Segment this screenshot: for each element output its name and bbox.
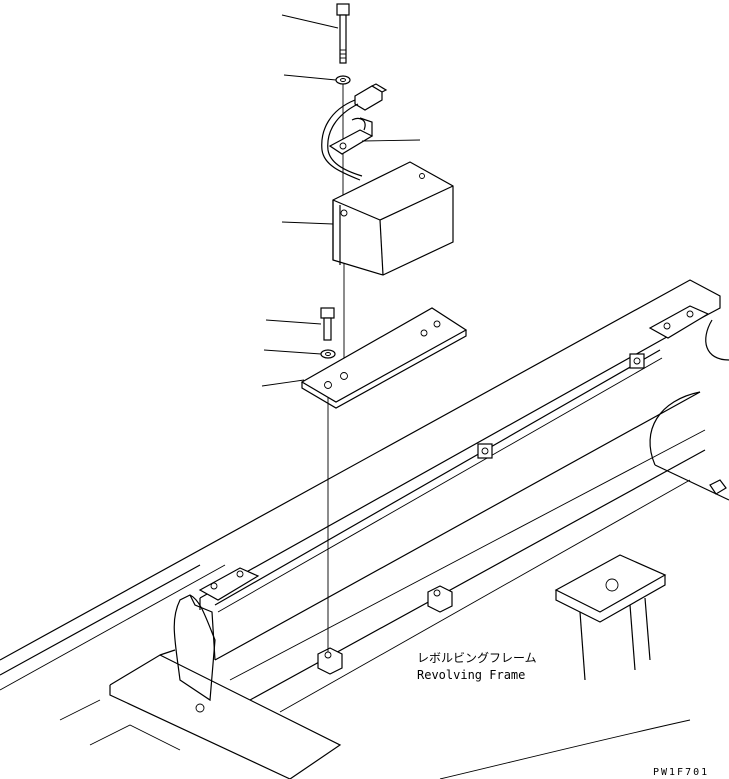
pedestal-leg [644,597,651,661]
controller-box [332,161,454,276]
upper-bolt-head [336,3,350,16]
leader-lower-washer [263,349,322,355]
pedestal-side [555,575,666,623]
clamp-tab [359,117,373,136]
frame-cutout [705,319,729,361]
upper-bolt-shank [339,14,347,64]
harness-wire [321,99,361,181]
lower-bolt [320,307,335,341]
frame-detail [159,649,176,656]
frame-hole [686,310,694,318]
upper-washer [335,75,351,85]
leader-clamp [361,139,421,142]
lower-bolt-head [320,307,335,319]
frame-beam-upper [214,349,661,606]
pedestal-hole [605,578,619,592]
bracket-hole [420,329,428,337]
frame-bottom-plate-edge [109,685,291,779]
leader-upper-bolt [281,14,339,29]
pedestal-top [554,554,667,613]
connector-harness [321,83,388,181]
bracket-hole [340,372,348,380]
harness-wire-2 [327,103,363,177]
frame-hole [663,322,671,330]
upper-bolt [336,3,350,64]
frame-hole [633,357,641,365]
box-front-edge [379,219,384,276]
frame-beam-upper-2 [217,357,663,613]
box-mount-hole [340,209,348,217]
frame-top-rail [0,279,721,661]
bracket-plate-side [301,330,467,409]
revolving-frame [0,279,729,779]
lower-washer [320,349,336,359]
lower-washer-ring [320,349,336,359]
frame-hole [210,582,218,590]
box-outline [332,161,454,276]
frame-rail-edge-2 [0,564,226,691]
clamp-plate [328,129,374,155]
leader-lower-bolt [265,319,322,325]
frame-lug [629,353,645,369]
bracket-hole [324,381,332,389]
lower-bolt-shank [323,317,332,341]
frame-floor-edge-2 [279,479,691,713]
frame-rail-edge [0,564,201,676]
frame-left-wall-inner [189,594,216,661]
frame-cube [427,585,453,613]
harness-clamp [328,117,374,155]
clamp-loop [351,117,366,131]
frame-hole [481,447,489,455]
mounting-bracket-plate [300,307,468,409]
frame-detail [59,699,101,721]
drawing-code: PW1F701 [653,767,709,778]
frame-beam-lower [214,391,701,661]
frame-curve [649,391,701,466]
upper-washer-hole [340,78,346,82]
lower-washer-hole [325,352,331,356]
frame-beam-lower-2 [229,429,706,681]
leader-lines [261,14,421,387]
frame-label-en: Revolving Frame [417,668,525,682]
frame-detail [89,724,181,751]
box-screw [419,173,425,179]
frame-label-jp: レボルビングフレーム [417,651,537,665]
bracket-hole [433,320,441,328]
frame-left-wall [173,594,216,702]
pedestal-leg [579,611,586,681]
frame-bottom-plate [109,654,342,779]
frame-lug [477,443,493,459]
frame-hole [195,703,205,713]
frame-floor-curve [439,719,691,779]
mounting-boss [317,647,343,675]
pedestal-leg [629,604,636,671]
frame-bracket-right [648,305,710,339]
frame-nut [709,479,727,495]
clamp-hole [339,142,347,150]
frame-hole [433,589,441,597]
leader-controller-box [281,221,334,225]
frame-hole [236,570,244,578]
connector-body [354,85,383,111]
leader-upper-washer [283,74,337,81]
leader-bracket-plate [261,379,305,387]
upper-washer-ring [335,75,351,85]
frame-bracket-left [198,567,260,601]
connector-latch [371,83,388,93]
